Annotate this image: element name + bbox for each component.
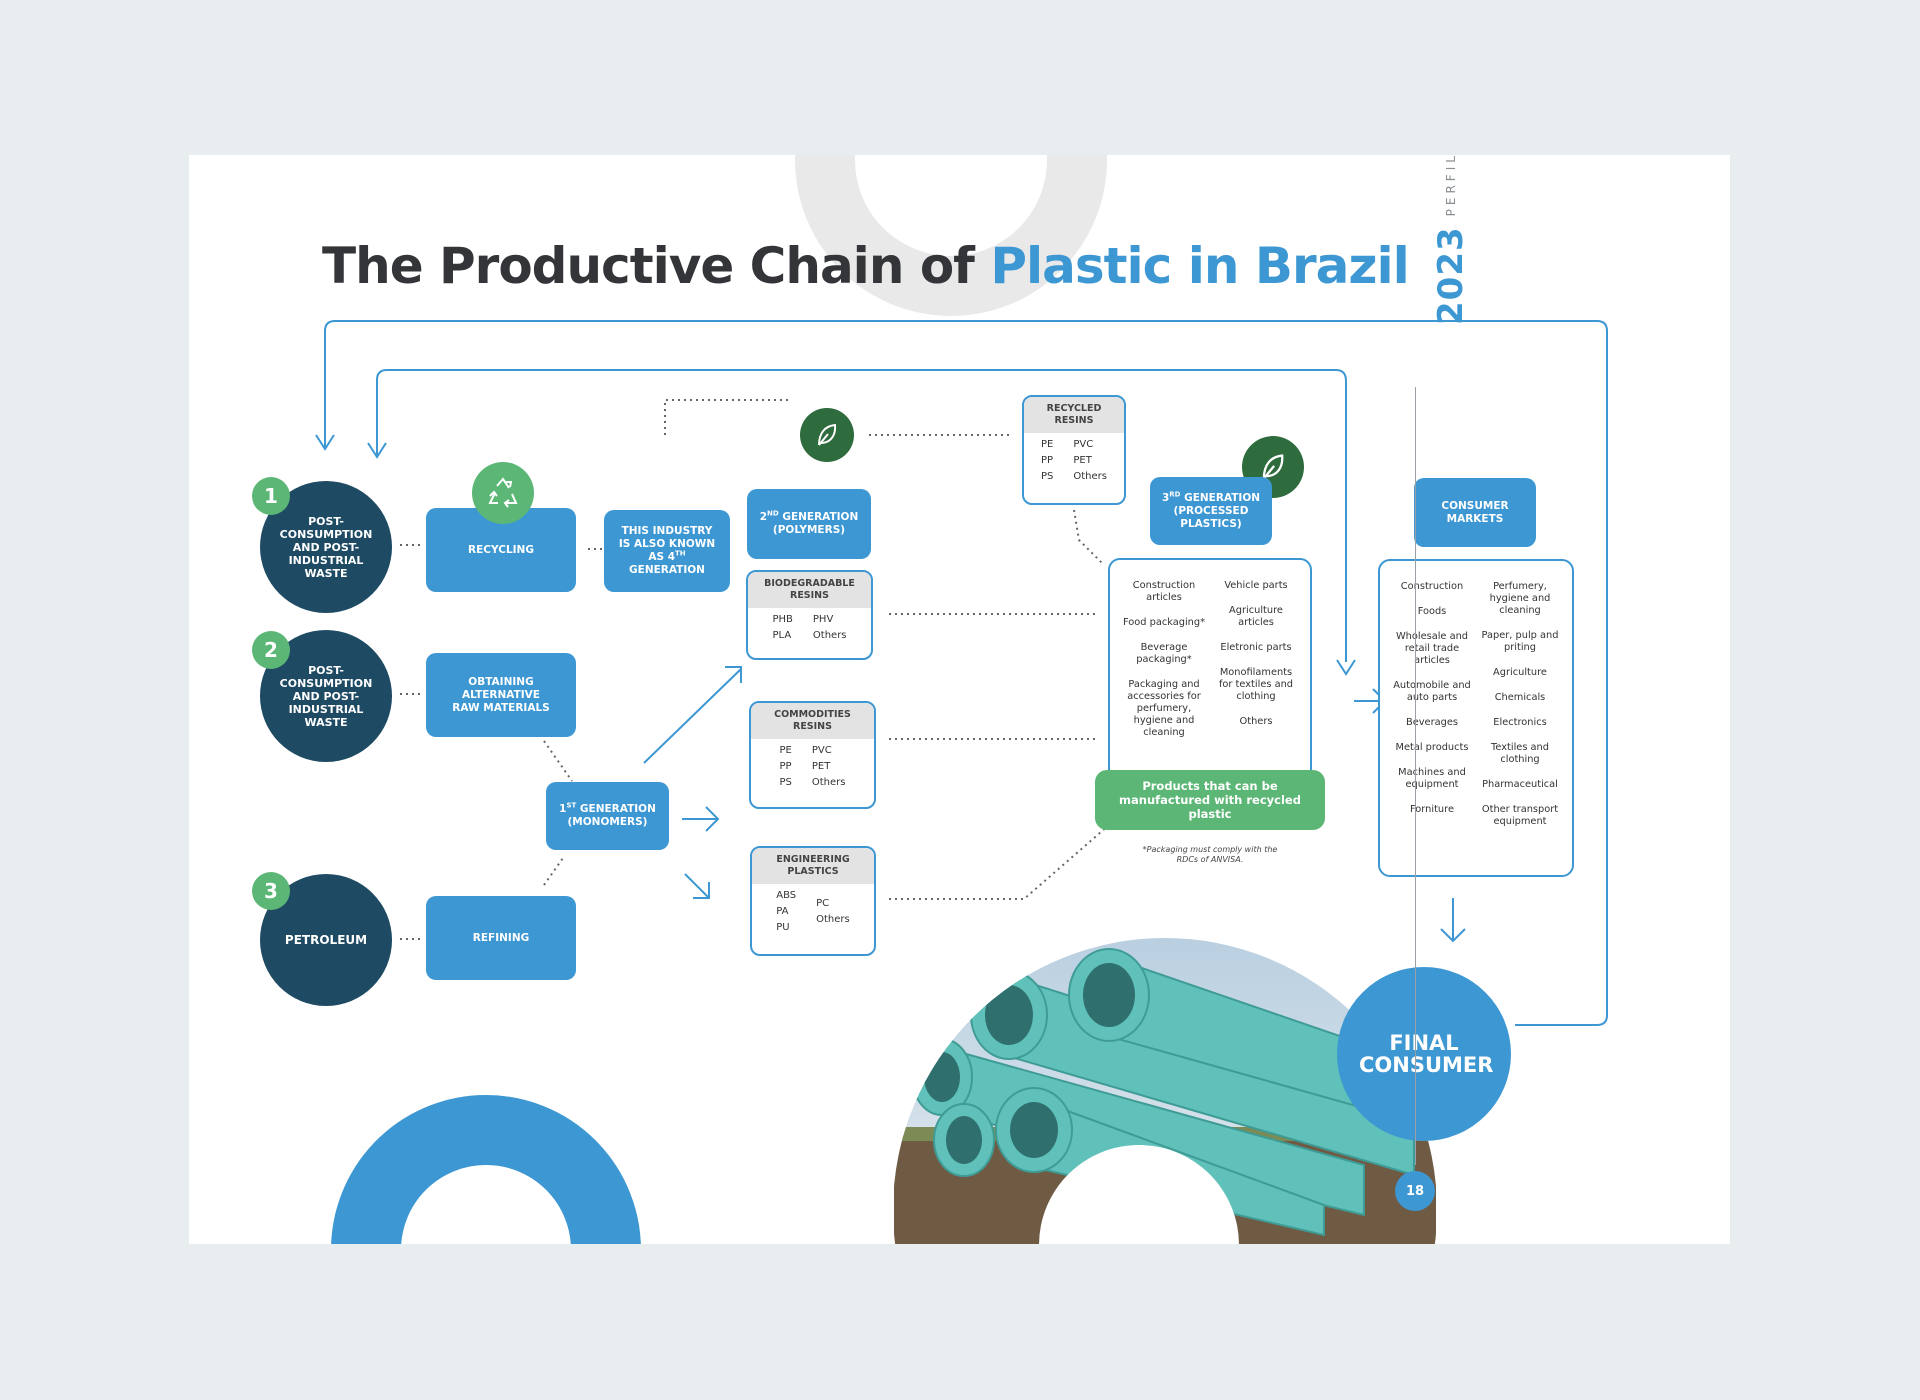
resin-item: PHV [812, 614, 834, 625]
resin-item: Others [1073, 471, 1107, 482]
first-generation-box: 1ST GENERATION(MONOMERS) [546, 782, 669, 850]
process-recycling: RECYCLING [426, 508, 576, 592]
market-item: Pharmaceutical [1482, 779, 1558, 790]
resin-item: ABS [776, 890, 797, 901]
market-item: Beverages [1406, 717, 1458, 728]
processed-item: Vehicle parts [1224, 580, 1288, 591]
processed-item: Others [1239, 716, 1273, 727]
side-year: 2023 [1431, 226, 1471, 325]
consumer-markets-panel: Construction Foods Wholesale and retail … [1378, 559, 1574, 877]
resin-item: PVC [1073, 439, 1094, 450]
processed-item: Eletronic parts [1220, 642, 1292, 653]
recycled-products-banner: Products that can be manufactured with r… [1095, 770, 1325, 830]
market-item: Machines and equipment [1398, 767, 1466, 790]
consumer-markets-box: CONSUMER MARKETS [1414, 478, 1536, 547]
page: The Productive Chain of Plastic in Brazi… [189, 155, 1730, 1244]
source-label: POST-CONSUMPTION AND POST-INDUSTRIAL WAS… [279, 663, 373, 729]
recycle-icon [472, 462, 534, 524]
process-refining: REFINING [426, 896, 576, 980]
market-item: Other transport equipment [1481, 804, 1559, 827]
market-item: Metal products [1395, 742, 1469, 753]
processed-item: Agriculture articles [1229, 605, 1283, 628]
market-item: Agriculture [1493, 667, 1547, 678]
processed-plastics-panel: Construction articles Food packaging* Be… [1108, 558, 1312, 788]
leaf-icon [800, 408, 854, 462]
processed-item: Food packaging* [1123, 617, 1205, 628]
resin-item: PS [1041, 471, 1054, 482]
resin-item: PET [811, 761, 831, 772]
resin-title: ENGINEERING PLASTICS [752, 848, 874, 884]
process-label: RECYCLING [468, 543, 534, 556]
process-label: REFINING [472, 931, 530, 944]
market-item: Textiles and clothing [1491, 742, 1549, 765]
recycled-products-label: Products that can be manufactured with r… [1119, 779, 1301, 821]
pipes-photo [894, 938, 1436, 1244]
market-item: Forniture [1410, 804, 1454, 815]
packaging-footnote: *Packaging must comply with the RDCs of … [1142, 845, 1278, 864]
market-item: Automobile and auto parts [1393, 680, 1471, 703]
resin-item: PLA [772, 630, 792, 641]
resin-item: PA [776, 906, 789, 917]
market-item: Construction [1400, 581, 1464, 592]
market-item: Electronics [1493, 717, 1547, 728]
recycled-resins-box: RECYCLED RESINS PE PP PS PVC PET Others [1022, 395, 1126, 505]
resin-item: PS [779, 777, 792, 788]
resin-item: PU [776, 922, 790, 933]
resin-item: PE [779, 745, 792, 756]
resin-item: Others [811, 777, 846, 788]
title-highlight: Plastic in Brazil [990, 237, 1409, 295]
processed-item: Monofilaments for textiles and clothing [1218, 667, 1294, 702]
step-number-3: 3 [252, 872, 290, 910]
resin-item: PHB [772, 614, 793, 625]
resin-title: BIODEGRADABLE RESINS [748, 572, 871, 608]
second-generation-box: 2ND GENERATION(POLYMERS) [747, 489, 871, 559]
title-part-1: The Productive Chain of [322, 237, 991, 295]
flow-connectors [315, 320, 1608, 1026]
final-consumer-label: FINAL CONSUMER [1359, 1031, 1494, 1077]
processed-item: Construction articles [1132, 580, 1196, 603]
step-number-2: 2 [252, 631, 290, 669]
final-consumer-circle: FINAL CONSUMER [1337, 967, 1511, 1141]
process-alternative-raw-materials: OBTAINING ALTERNATIVE RAW MATERIALS [426, 653, 576, 737]
process-label: OBTAINING ALTERNATIVE RAW MATERIALS [452, 675, 550, 714]
resin-title: COMMODITIES RESINS [751, 703, 874, 739]
resin-item: Others [812, 630, 847, 641]
resin-item: PC [816, 898, 830, 909]
side-divider [1415, 387, 1416, 1165]
market-item: Perfumery, hygiene and cleaning [1489, 581, 1551, 616]
market-item: Wholesale and retail trade articles [1395, 631, 1469, 666]
resin-item: PVC [811, 745, 832, 756]
resin-item: Others [816, 914, 850, 925]
page-title: The Productive Chain of Plastic in Brazi… [322, 237, 1410, 295]
side-perfil: PERFIL [1444, 155, 1458, 217]
biodegradable-resins-box: BIODEGRADABLE RESINS PHB PLA PHV Others [746, 570, 873, 660]
resin-item: PP [779, 761, 792, 772]
market-item: Chemicals [1494, 692, 1546, 703]
market-item: Paper, pulp and priting [1481, 630, 1559, 653]
source-label: PETROLEUM [284, 932, 368, 947]
fourth-generation-note: THIS INDUSTRY IS ALSO KNOWN AS 4TH GENER… [604, 510, 730, 592]
engineering-plastics-box: ENGINEERING PLASTICS ABS PA PU PC Others [750, 846, 876, 956]
resin-item: PET [1073, 455, 1092, 466]
resin-item: PE [1041, 439, 1054, 450]
decorative-shapes [331, 155, 1107, 1244]
market-item: Foods [1417, 606, 1447, 617]
page-number: 18 [1395, 1171, 1435, 1211]
processed-item: Beverage packaging* [1136, 642, 1192, 665]
commodities-resins-box: COMMODITIES RESINS PE PP PS PVC PET Others [749, 701, 876, 809]
resin-title: RECYCLED RESINS [1024, 397, 1124, 433]
processed-item: Packaging and accessories for perfumery,… [1127, 679, 1201, 738]
step-number-1: 1 [252, 477, 290, 515]
side-label: 2023 PERFIL [1431, 155, 1471, 325]
source-label: POST-CONSUMPTION AND POST-INDUSTRIAL WAS… [279, 514, 373, 580]
resin-item: PP [1041, 455, 1054, 466]
consumer-markets-label: CONSUMER MARKETS [1441, 499, 1509, 525]
